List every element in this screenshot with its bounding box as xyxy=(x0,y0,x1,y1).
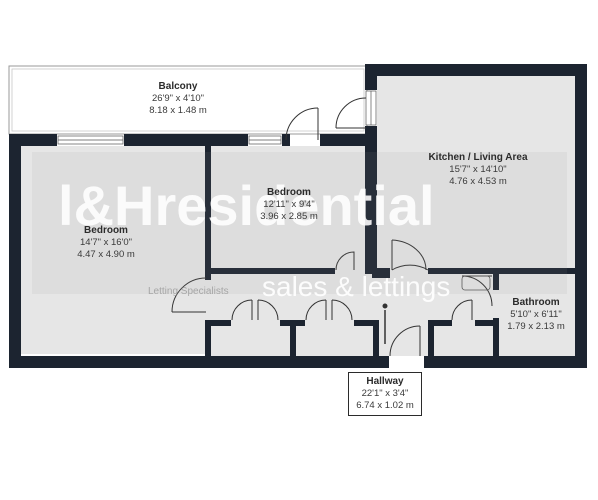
floors xyxy=(20,76,575,356)
watermark-small: Letting Specialists xyxy=(148,286,229,297)
watermark-logo: l&Hresidential xyxy=(58,174,435,237)
room-label-bedroom-1: Bedroom 14'7" x 16'0" 4.47 x 4.90 m xyxy=(77,225,135,260)
watermark-backdrop xyxy=(32,152,567,294)
balcony-area xyxy=(8,65,368,135)
room-label-hallway: Hallway 22'1" x 3'4" 6.74 x 1.02 m xyxy=(348,372,422,416)
room-label-bedroom-2: Bedroom 12'11" x 9'4" 3.96 x 2.85 m xyxy=(260,187,318,222)
room-label-kitchen: Kitchen / Living Area 15'7" x 14'10" 4.7… xyxy=(428,152,528,187)
room-label-balcony: Balcony 26'9" x 4'10" 8.18 x 1.48 m xyxy=(149,81,207,116)
watermark-tagline: sales & lettings xyxy=(262,271,451,302)
bathroom-fixture xyxy=(461,275,491,291)
windows xyxy=(57,90,377,145)
walls xyxy=(9,64,587,368)
room-label-bathroom: Bathroom 5'10" x 6'11" 1.79 x 2.13 m xyxy=(507,297,565,332)
